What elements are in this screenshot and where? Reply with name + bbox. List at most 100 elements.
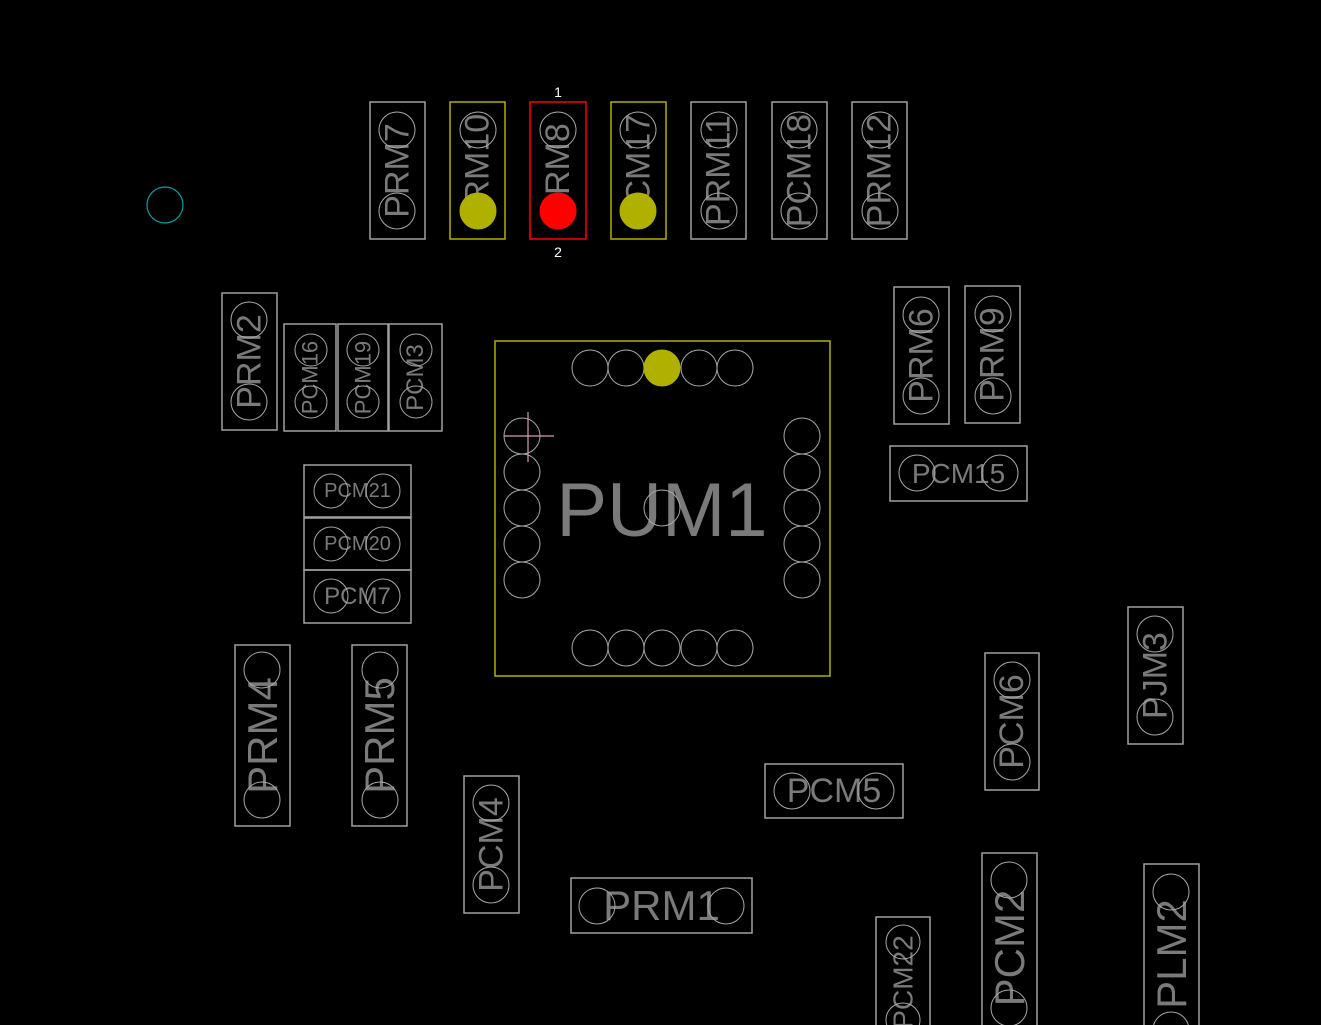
component-pcm20[interactable]: PCM20 (303, 517, 412, 571)
pad[interactable] (1153, 1011, 1189, 1025)
pad[interactable] (716, 629, 754, 667)
pad[interactable] (313, 578, 349, 614)
pad[interactable] (981, 454, 1019, 492)
pad[interactable] (716, 349, 754, 387)
pad[interactable] (783, 561, 821, 599)
pad[interactable] (1152, 873, 1190, 911)
pad[interactable] (459, 192, 497, 230)
pad[interactable] (773, 772, 811, 810)
component-pcm17[interactable]: PCM17 (610, 101, 667, 240)
pad[interactable] (780, 111, 818, 149)
component-prm4[interactable]: PRM4 (234, 644, 291, 827)
pad[interactable] (1136, 698, 1174, 736)
component-prm5[interactable]: PRM5 (351, 644, 408, 827)
pad[interactable] (643, 349, 681, 387)
pad-center[interactable] (643, 489, 681, 527)
pad[interactable] (643, 629, 681, 667)
pad[interactable] (993, 661, 1031, 699)
component-pcm5[interactable]: PCM5 (764, 763, 904, 819)
component-prm6[interactable]: PRM6 (893, 286, 950, 425)
pad[interactable] (503, 561, 541, 599)
pad[interactable] (902, 296, 940, 334)
pad[interactable] (993, 743, 1031, 781)
pad[interactable] (578, 887, 616, 925)
component-pjm3[interactable]: PJM3 (1127, 606, 1184, 745)
pad[interactable] (472, 784, 510, 822)
component-outline (449, 101, 506, 240)
pad[interactable] (230, 301, 268, 339)
pad[interactable] (294, 385, 328, 419)
component-pcm21[interactable]: PCM21 (303, 464, 412, 518)
pad[interactable] (619, 192, 657, 230)
pad[interactable] (459, 111, 497, 149)
component-outline (221, 292, 278, 431)
pad[interactable] (898, 454, 936, 492)
component-pcm7[interactable]: PCM7 (303, 569, 412, 624)
pad[interactable] (361, 781, 399, 819)
component-pcm18[interactable]: PCM18 (771, 101, 828, 240)
component-prm12[interactable]: PRM12 (851, 101, 908, 240)
component-prm9[interactable]: PRM9 (964, 285, 1021, 424)
component-outline (764, 763, 904, 819)
pad[interactable] (885, 1002, 921, 1025)
pad[interactable] (885, 924, 921, 960)
component-pcm22[interactable]: PCM22 (875, 916, 931, 1025)
component-pcm19[interactable]: PCM19 (337, 323, 389, 432)
pad[interactable] (365, 578, 401, 614)
component-outline (893, 286, 950, 425)
component-outline (1127, 606, 1184, 745)
pad[interactable] (707, 887, 745, 925)
component-label: PRM11 (700, 115, 738, 226)
pad[interactable] (974, 295, 1012, 333)
component-label: PRM2 (231, 314, 269, 408)
component-plm2[interactable]: PLM2 (1143, 863, 1200, 1025)
pad[interactable] (990, 861, 1028, 899)
component-prm2[interactable]: PRM2 (221, 292, 278, 431)
component-pcm6[interactable]: PCM6 (984, 652, 1040, 791)
pad[interactable] (365, 526, 401, 562)
component-pcm2[interactable]: PCM2 (981, 852, 1038, 1025)
pad[interactable] (974, 377, 1012, 415)
component-prm10[interactable]: PRM10 (449, 101, 506, 240)
pad[interactable] (243, 781, 281, 819)
pad[interactable] (857, 772, 895, 810)
pad[interactable] (1136, 615, 1174, 653)
pad[interactable] (539, 192, 577, 230)
component-pcm16[interactable]: PCM16 (283, 323, 337, 432)
pad[interactable] (313, 473, 349, 509)
pad[interactable] (619, 111, 657, 149)
pad[interactable] (861, 111, 899, 149)
component-outline (984, 652, 1040, 791)
pad[interactable] (313, 526, 349, 562)
component-pcm15[interactable]: PCM15 (889, 445, 1028, 502)
pad[interactable] (700, 111, 738, 149)
component-prm7[interactable]: PRM7 (369, 101, 426, 240)
component-prm1[interactable]: PRM1 (570, 877, 753, 934)
pad[interactable] (399, 385, 433, 419)
pad[interactable] (399, 333, 433, 367)
pad[interactable] (346, 333, 380, 367)
pad[interactable] (243, 651, 281, 689)
pad[interactable] (902, 377, 940, 415)
component-pcm3[interactable]: PCM3 (388, 323, 443, 432)
pad[interactable] (361, 651, 399, 689)
component-pum1[interactable]: PUM1 (494, 340, 831, 677)
pad[interactable] (780, 192, 818, 230)
pad[interactable] (378, 192, 416, 230)
pad[interactable] (539, 111, 577, 149)
pad[interactable] (700, 192, 738, 230)
pad[interactable] (230, 383, 268, 421)
pad[interactable] (861, 192, 899, 230)
pad[interactable] (472, 866, 510, 904)
component-label: PCM4 (473, 797, 511, 891)
pad[interactable] (346, 385, 380, 419)
pad[interactable] (990, 989, 1028, 1025)
pad[interactable] (378, 111, 416, 149)
pad[interactable] (365, 473, 401, 509)
component-prm11[interactable]: PRM11 (690, 101, 747, 240)
pad[interactable] (294, 333, 328, 367)
component-label: PCM20 (324, 533, 391, 555)
component-pcm4[interactable]: PCM4 (463, 775, 520, 914)
